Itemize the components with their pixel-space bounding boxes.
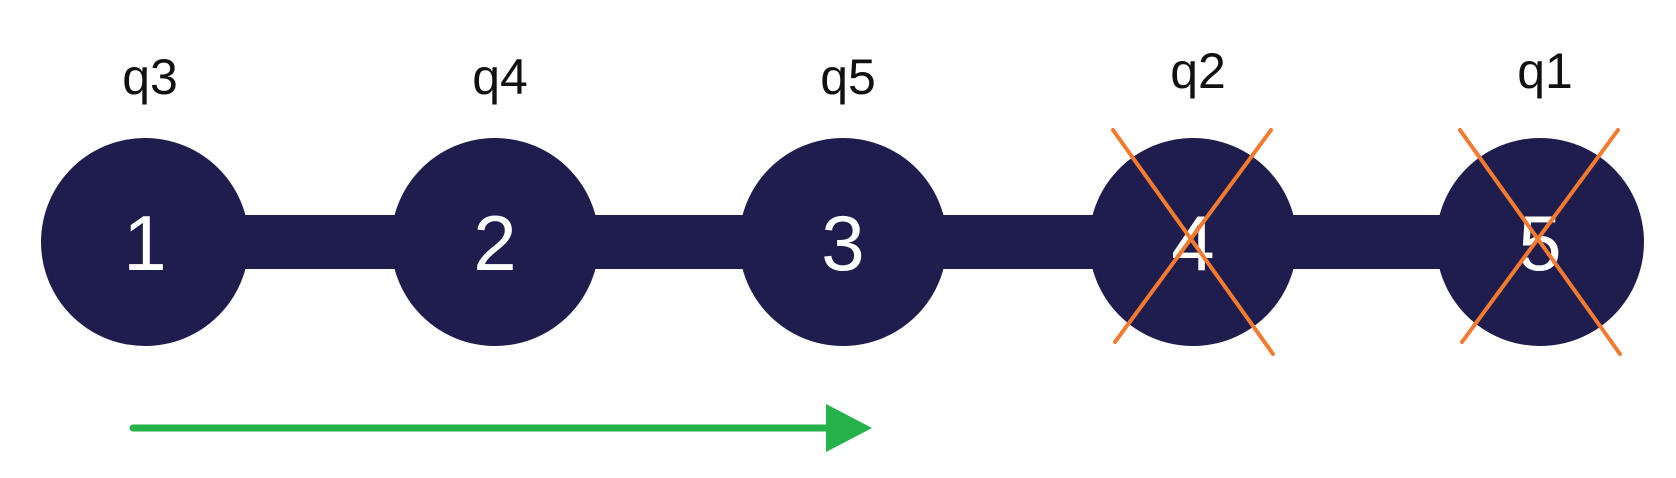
node-circle [739, 138, 947, 346]
arrow-head [826, 404, 872, 452]
cross-stroke [1458, 128, 1622, 356]
cross-stroke [1111, 128, 1275, 356]
node-label-q1: q1 [1517, 43, 1573, 99]
node-circle [391, 138, 599, 346]
node-labels: q3 q4 q5 q2 q1 [122, 43, 1573, 105]
node-1: 1 [41, 138, 249, 346]
chain-links [243, 215, 1442, 269]
node-label-q4: q4 [472, 49, 528, 105]
link-1-2 [243, 215, 397, 269]
removal-marks [1111, 128, 1622, 356]
cross-stroke [1113, 128, 1273, 344]
cross-mark-node-5 [1458, 128, 1622, 356]
node-2: 2 [391, 138, 599, 346]
node-number: 1 [123, 199, 166, 287]
node-3: 3 [739, 138, 947, 346]
direction-arrow [129, 404, 872, 452]
node-number: 3 [821, 199, 864, 287]
link-2-3 [593, 215, 745, 269]
node-label-q3: q3 [122, 49, 178, 105]
node-circle [41, 138, 249, 346]
node-label-q2: q2 [1170, 43, 1226, 99]
link-4-5 [1291, 215, 1442, 269]
node-label-q5: q5 [820, 49, 876, 105]
cross-mark-node-4 [1111, 128, 1275, 356]
link-3-4 [941, 215, 1095, 269]
node-number: 2 [473, 199, 516, 287]
cross-stroke [1460, 128, 1620, 344]
